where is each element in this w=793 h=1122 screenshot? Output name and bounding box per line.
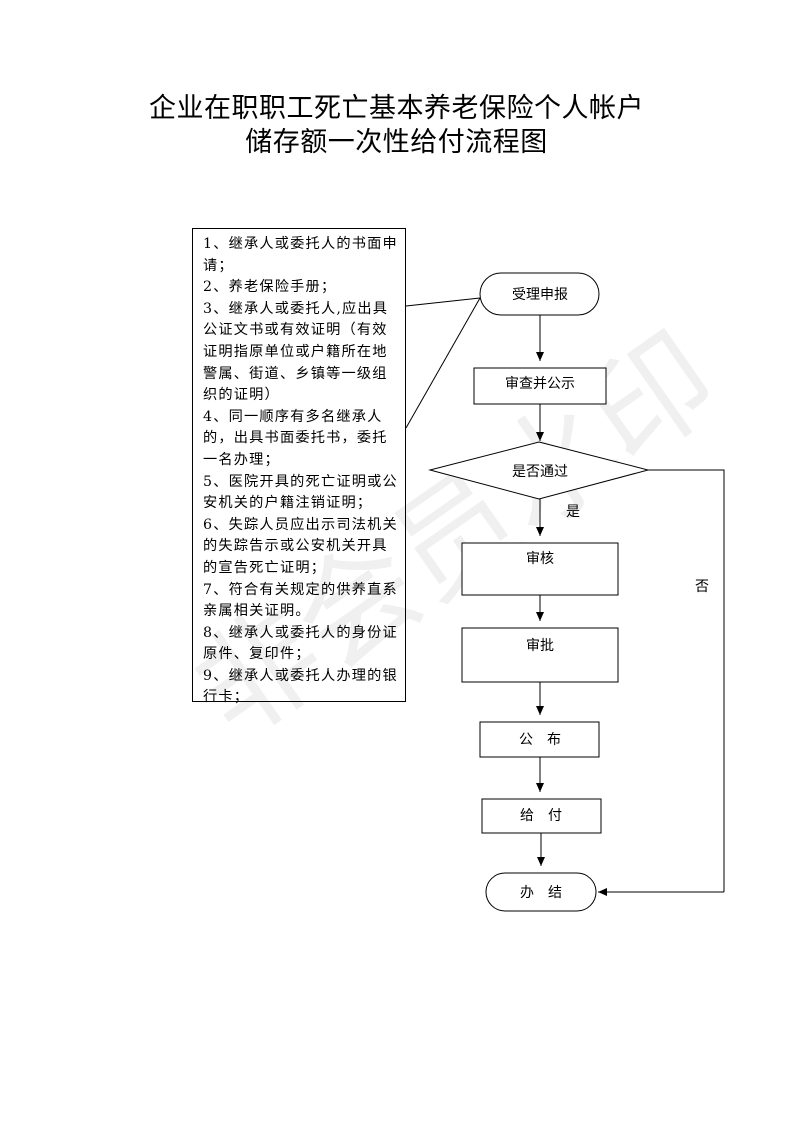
requirement-item: 9、继承人或委托人办理的银行卡；	[203, 667, 398, 706]
requirement-item: 5、医院开具的死亡证明或公安机关的户籍注销证明；	[203, 473, 398, 512]
review-label: 审查并公示	[505, 376, 575, 392]
audit-node	[461, 542, 619, 596]
requirement-item: 7、符合有关规定的供养直系亲属相关证明。	[203, 581, 398, 620]
callout-line-top	[405, 297, 481, 307]
decision-node	[428, 441, 650, 500]
requirement-item: 3、继承人或委托人,应出具公证文书或有效证明（有效证明指原单位或户籍所在地警属、…	[203, 300, 389, 404]
requirement-item: 1、继承人或委托人的书面申请；	[203, 236, 398, 274]
payment-label: 给 付	[520, 808, 562, 824]
decision-label: 是否通过	[512, 464, 568, 480]
complete-node	[485, 872, 597, 912]
requirements-box: 1、继承人或委托人的书面申请； 2、养老保险手册； 3、继承人或委托人,应出具公…	[192, 228, 406, 705]
title-line-2: 储存额一次性给付流程图	[245, 127, 548, 158]
approve-node	[461, 627, 619, 683]
no-label: 否	[695, 579, 709, 595]
approve-label: 审批	[526, 638, 554, 654]
requirement-item: 2、养老保险手册；	[203, 279, 337, 296]
apply-label: 受理申报	[512, 287, 568, 303]
yes-label: 是	[566, 504, 580, 520]
title-line-1: 企业在职职工死亡基本养老保险个人帐户	[149, 93, 644, 124]
payment-node	[481, 798, 602, 834]
announce-label: 公 布	[519, 732, 561, 748]
requirement-item: 8、继承人或委托人的身份证原件、复印件；	[203, 624, 398, 663]
requirement-item: 6、失踪人员应出示司法机关的失踪告示或公安机关开具的宣告死亡证明；	[203, 516, 398, 576]
callout-line-bottom	[405, 297, 481, 429]
no-branch-line	[648, 469, 725, 892]
audit-label: 审核	[526, 551, 554, 567]
requirement-item: 4、同一顺序有多名继承人的，出具书面委托书，委托一名办理；	[203, 408, 388, 468]
announce-node	[479, 721, 600, 758]
complete-label: 办 结	[520, 885, 562, 901]
